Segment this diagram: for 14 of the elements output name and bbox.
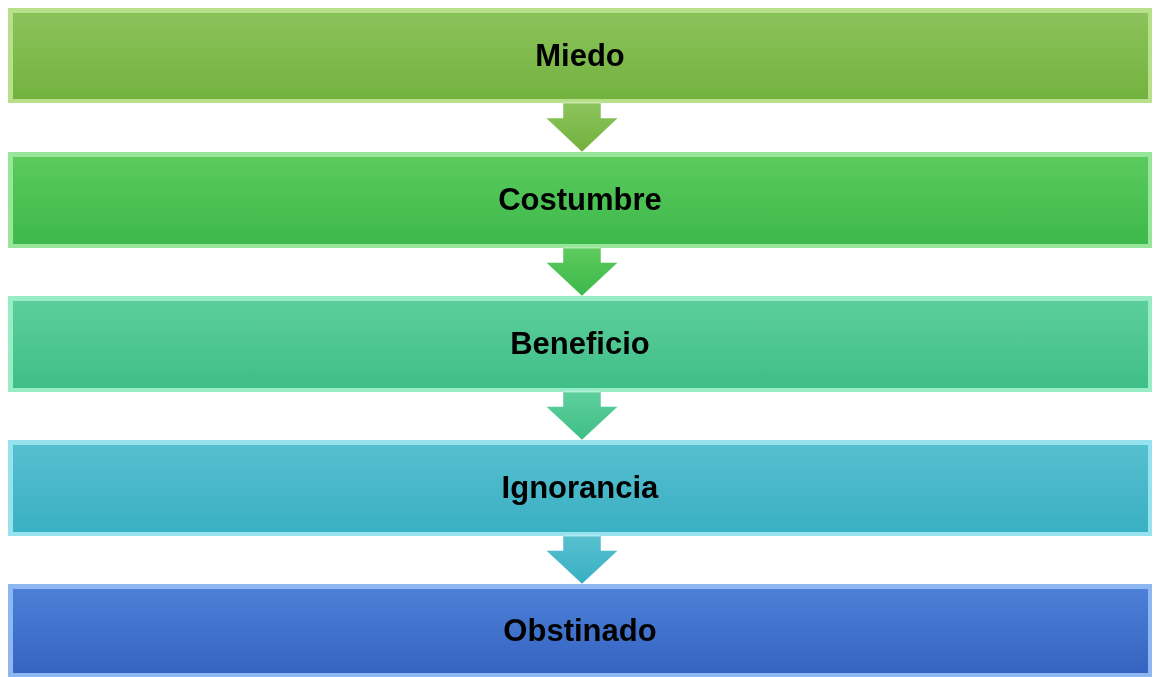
process-bar <box>8 8 1152 103</box>
bar-label: Obstinado <box>503 612 657 649</box>
bar-label: Miedo <box>535 37 625 74</box>
process-bar <box>8 584 1152 677</box>
bar-label: Beneficio <box>510 326 650 362</box>
down-arrow <box>545 102 619 153</box>
down-arrow <box>545 247 619 297</box>
process-bar <box>8 440 1152 536</box>
down-arrow <box>545 391 619 441</box>
process-bar <box>8 296 1152 392</box>
bar-label: Ignorancia <box>501 470 659 506</box>
down-arrow <box>545 535 619 585</box>
process-bar <box>8 152 1152 248</box>
bar-label: Costumbre <box>498 182 662 218</box>
